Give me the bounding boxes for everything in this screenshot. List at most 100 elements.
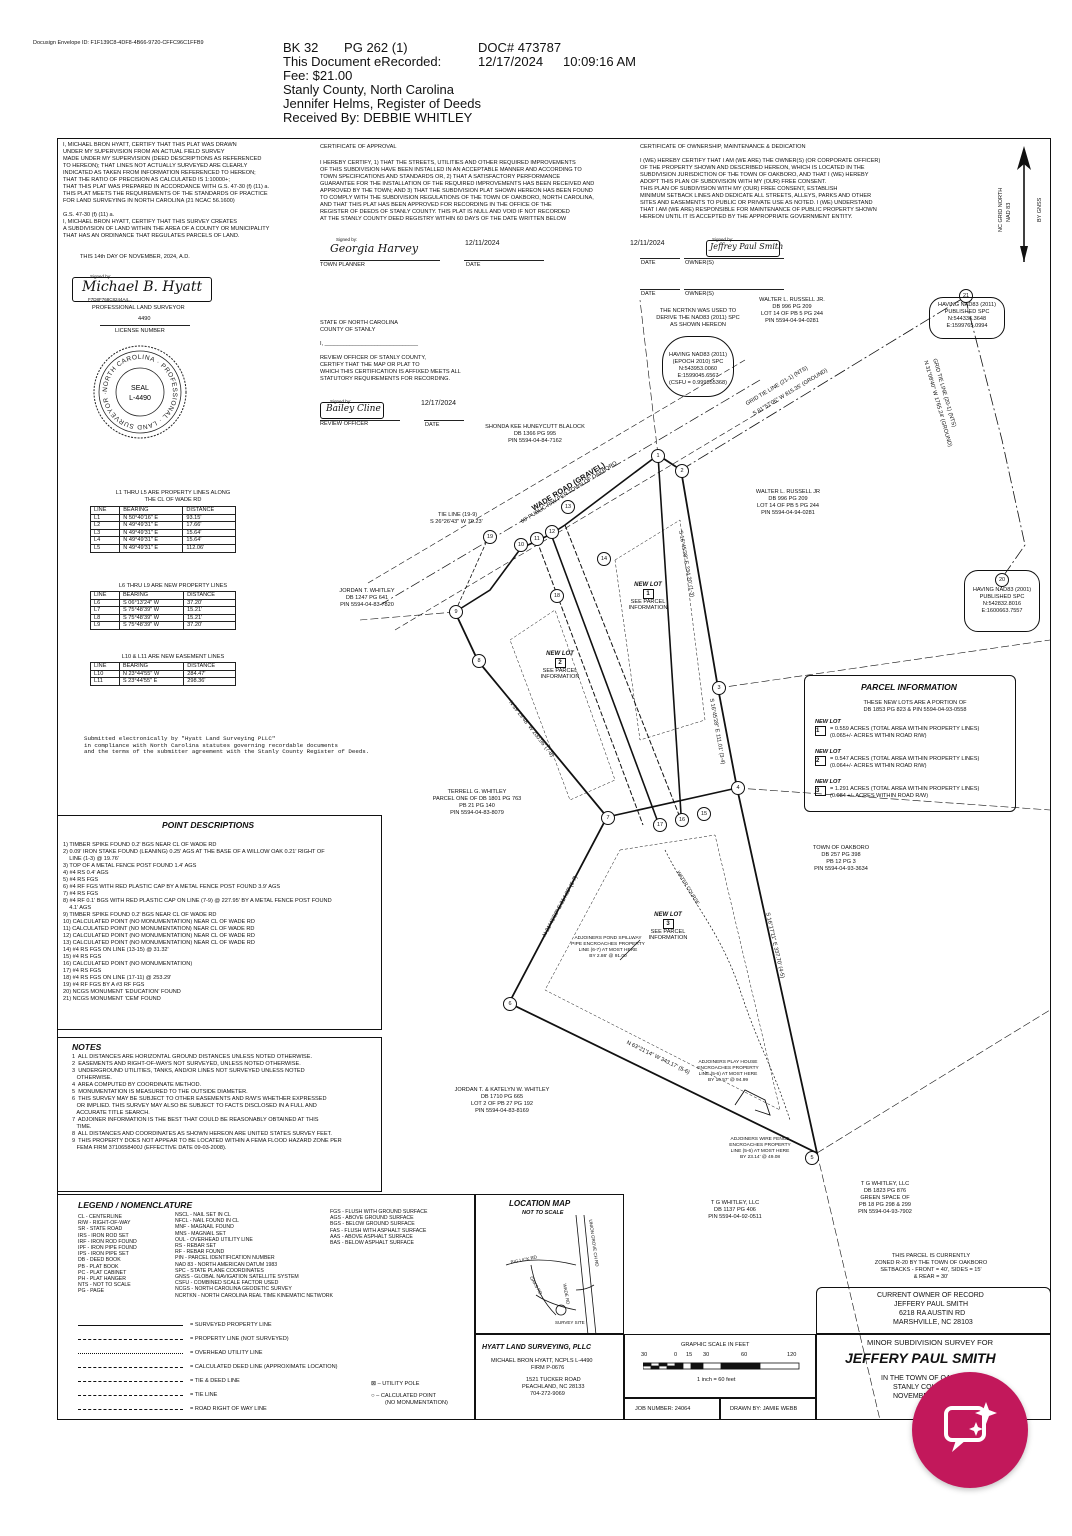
adjoiner-line: PB 18 PG 298 & 299 bbox=[859, 1202, 911, 1208]
adjoiner-line-north bbox=[639, 299, 659, 456]
legend-entry: PIN - PARCEL IDENTIFICATION NUMBER bbox=[175, 1255, 275, 1262]
legend-entry: RS - REBAR SET bbox=[175, 1243, 217, 1250]
surveyor-certificate: I, MICHAEL BRON HYATT, CERTIFY THAT THIS… bbox=[63, 142, 303, 240]
note-item: 4 AREA COMPUTED BY COORDINATE METHOD. bbox=[72, 1082, 202, 1088]
legend-line-label: = PROPERTY LINE (NOT SURVEYED) bbox=[190, 1336, 289, 1342]
monument-20-line: E:1600663.7557 bbox=[981, 608, 1023, 614]
row-line-south bbox=[394, 399, 781, 631]
legend-line-label: = CALCULATED DEED LINE (APPROXIMATE LOCA… bbox=[190, 1364, 338, 1370]
ownership-owner-label-2: OWNER(S) bbox=[685, 291, 714, 297]
ownership-cert-line: OF THE PROPERTY SHOWN AND DESCRIBED HERE… bbox=[640, 165, 865, 171]
surveyor-cert-line: A SUBDIVISION OF LAND WITHIN THE AREA OF… bbox=[63, 226, 270, 232]
adjoiner-line: LOT 14 OF PB 5 PG 244 bbox=[760, 311, 824, 317]
survey-county: STANLY COUNTY, NC bbox=[893, 1384, 964, 1391]
surveyor-cert-line: G.S. 47-30 (f) (11) a. bbox=[63, 212, 115, 218]
utility-pole-icon: ⊠ bbox=[371, 1381, 377, 1387]
parcel-intro-line: THESE NEW LOTS ARE A PORTION OF bbox=[863, 700, 967, 706]
table-title-line: L6 THRU L9 ARE NEW PROPERTY LINES bbox=[118, 583, 228, 589]
owner-of-record-box: CURRENT OWNER OF RECORD JEFFERY PAUL SMI… bbox=[816, 1287, 1051, 1334]
legend-entry: NCRTKN - NORTH CAROLINA REAL TIME KINEMA… bbox=[175, 1292, 333, 1299]
zoning-line: THIS PARCEL IS CURRENTLY bbox=[891, 1253, 971, 1259]
surveyor-cert-line: I, MICHAEL BRON HYATT, CERTIFY THAT THIS… bbox=[63, 219, 237, 225]
note-item: 1 ALL DISTANCES ARE HORIZONTAL GROUND DI… bbox=[72, 1054, 313, 1060]
note-item: 8 ALL DISTANCES AND COORDINATES AS SHOWN… bbox=[72, 1131, 332, 1137]
submitted-line: Submitted electronically by "Hyatt Land … bbox=[84, 735, 276, 742]
adjoiner-line: PB 12 PG 3 bbox=[826, 859, 856, 865]
point-description: 15) #4 RS FGS bbox=[63, 954, 102, 960]
review-cert-line: STATUTORY REQUIREMENTS FOR RECORDING. bbox=[320, 376, 451, 382]
point-description: 19) #4 RF FGS BY A #3 RF FGS bbox=[63, 982, 145, 988]
parcel-lot-label: NEW LOT bbox=[815, 719, 841, 725]
table-title-line: THE CL OF WADE RD bbox=[144, 497, 202, 503]
notes-box: NOTES 1 ALL DISTANCES ARE HORIZONTAL GRO… bbox=[57, 1037, 382, 1192]
point-marker: 13 bbox=[561, 500, 575, 514]
review-role: REVIEW OFFICER bbox=[320, 421, 369, 427]
photo-badge-button[interactable] bbox=[912, 1372, 1028, 1488]
adjoiner-line: PIN 5594-04-92-0511 bbox=[708, 1214, 762, 1220]
lot-2-title: NEW LOT bbox=[546, 651, 574, 657]
adjoiner-line: DB 1710 PG 665 bbox=[480, 1094, 524, 1100]
ownership-cert-line: ADOPT THIS PLAN OF SUBDIVISION WITH MY (… bbox=[640, 179, 827, 185]
point-description: 12) CALCULATED POINT (NO MONUMENTATION) … bbox=[63, 933, 255, 939]
legend-line-sample bbox=[78, 1367, 183, 1368]
approval-signed-by: Signed by: bbox=[336, 237, 358, 242]
lot-1-title: NEW LOT bbox=[634, 582, 662, 588]
surveyor-cert-line: THIS PLAT MEETS THE REQUIREMENTS OF THE … bbox=[63, 191, 268, 197]
owner-name: JEFFERY PAUL SMITH bbox=[894, 1301, 969, 1308]
adjoiner-line-southeast bbox=[816, 1009, 1051, 1154]
row-line-north bbox=[367, 359, 746, 584]
zoning-line: & REAR = 30' bbox=[913, 1274, 949, 1280]
approval-cert-line: TOWN SPECIFICATIONS AND STANDARDS OR, 2)… bbox=[320, 174, 561, 180]
point-description: 21) NCGS MONUMENT 'CEM' FOUND bbox=[63, 996, 161, 1002]
ownership-cert-line: SUBDIVISION JURISDICTION OF THE TOWN OF … bbox=[640, 172, 869, 178]
legend-line-label: = ROAD RIGHT OF WAY LINE bbox=[190, 1406, 267, 1412]
calc-point-label: CALCULATED POINT bbox=[380, 1393, 437, 1399]
point-description: 3) TOP OF A METAL FENCE POST FOUND 1.4' … bbox=[63, 863, 197, 869]
parcel-lot-row-acres: (0.065+/- ACRES WITHIN ROAD R/W) bbox=[830, 733, 927, 739]
point-description: 18) #4 RS FGS ON LINE (17-11) @ 253.29' bbox=[63, 975, 172, 981]
legend-line-sample bbox=[78, 1409, 183, 1410]
monument-20-line: N:542832.8016 bbox=[982, 601, 1022, 607]
adjoiner-line: PIN 5594-04-83-8079 bbox=[450, 810, 504, 816]
having-point-line: HAVING NAD83 (2011) bbox=[669, 352, 727, 358]
location-map-box: LOCATION MAP NOT TO SCALE UNION GROVE CH… bbox=[475, 1194, 624, 1335]
legend-entry: NAD 83 - NORTH AMERICAN DATUM 1983 bbox=[175, 1261, 278, 1268]
legend-entry: DB - DEED BOOK bbox=[78, 1257, 121, 1264]
point-marker: 7 bbox=[601, 811, 615, 825]
location-label-5: SURVEY SITE bbox=[555, 1320, 585, 1325]
parcel-lot-acres: = 0.547 ACRES (TOTAL AREA WITHIN PROPERT… bbox=[830, 756, 980, 762]
adjoiner-line-south bbox=[816, 1152, 881, 1421]
legend-entry: MNS - MAGNAIL SET bbox=[175, 1230, 226, 1237]
legend-entry: FGS - FLUSH WITH GROUND SURFACE bbox=[330, 1209, 428, 1215]
table-title-line: L10 & L11 ARE NEW EASEMENT LINES bbox=[121, 654, 225, 660]
monument-21-line: N:544336.3648 bbox=[947, 316, 987, 322]
surveyor-cert-line: THAT HAS AN ORDINANCE THAT REGULATES PAR… bbox=[63, 233, 240, 239]
ownership-owner-label: OWNER(S) bbox=[685, 260, 714, 266]
easement-line-l11 bbox=[564, 524, 682, 821]
doc-number: DOC# 473787 bbox=[478, 40, 562, 55]
approval-cert-line: I HEREBY CERTIFY, 1) THAT THE STREETS, U… bbox=[320, 160, 576, 166]
ownership-cert-line: THIS PLAN OF SUBDIVISION WITH MY (OUR) F… bbox=[640, 186, 838, 192]
review-signature-box bbox=[320, 402, 384, 419]
point-descriptions-box: POINT DESCRIPTIONS 1) TIMBER SPIKE FOUND… bbox=[57, 815, 382, 1030]
adjoiner-line: TERRELL G. WHITLEY bbox=[447, 789, 507, 795]
approval-cert-line: APPROVED BY THE TOWN; AND 3) THAT THE SU… bbox=[320, 188, 593, 194]
pond-note-line: BY 2.86' @ 91.00 bbox=[589, 954, 627, 959]
legend-entry: BGS - BELOW GROUND SURFACE bbox=[330, 1221, 415, 1228]
point-marker: 2 bbox=[675, 464, 689, 478]
pond-note-line: LINE (6-7) AT MOST HERE bbox=[578, 948, 638, 953]
scale-tick-3: 15 bbox=[686, 1352, 693, 1358]
notes-title: NOTES bbox=[72, 1042, 102, 1052]
lot-line-easement bbox=[550, 533, 660, 826]
approval-cert-line: REGISTER OF DEEDS OF STANLY COUNTY. THIS… bbox=[320, 209, 570, 215]
pond-note-line: ADJOINERS POND SPILLWAY bbox=[574, 936, 642, 941]
